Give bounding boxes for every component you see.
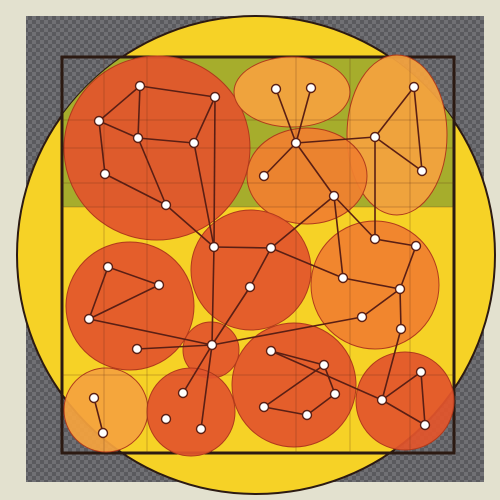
graph-node	[208, 341, 217, 350]
graph-node	[260, 172, 269, 181]
graph-node	[136, 82, 145, 91]
graph-node	[104, 263, 113, 272]
graph-node	[85, 315, 94, 324]
graph-node	[267, 244, 276, 253]
graph-node	[396, 285, 405, 294]
graph-node	[134, 134, 143, 143]
graph-node	[190, 139, 199, 148]
graph-edge	[214, 97, 215, 247]
region-middle-left	[66, 242, 194, 370]
region-middle-center	[191, 210, 311, 330]
graph-node	[95, 117, 104, 126]
graph-node	[371, 235, 380, 244]
graph-node	[197, 425, 206, 434]
graph-node	[330, 192, 339, 201]
graph-node	[421, 421, 430, 430]
region-bottom-right	[356, 352, 454, 450]
graph-node	[303, 411, 312, 420]
graph-node	[162, 415, 171, 424]
graph-node	[99, 429, 108, 438]
graph-node	[101, 170, 110, 179]
graph-node	[418, 167, 427, 176]
regions-layer	[52, 44, 454, 456]
graph-node	[179, 389, 188, 398]
graph-node	[417, 368, 426, 377]
graph-node	[339, 274, 348, 283]
graph-edge	[214, 247, 271, 248]
graph-node	[358, 313, 367, 322]
graph-node	[210, 243, 219, 252]
graph-node	[371, 133, 380, 142]
graph-node	[211, 93, 220, 102]
graph-node	[260, 403, 269, 412]
region-bottom-left	[64, 368, 148, 452]
graph-node	[162, 201, 171, 210]
graph-node	[272, 85, 281, 94]
graph-node	[397, 325, 406, 334]
graph-node	[267, 347, 276, 356]
graph-edge	[400, 289, 401, 329]
graph-node	[410, 83, 419, 92]
graph-node	[320, 361, 329, 370]
graph-node	[133, 345, 142, 354]
region-bottom-center	[232, 323, 356, 447]
graph-node	[378, 396, 387, 405]
graph-node	[246, 283, 255, 292]
graph-node	[90, 394, 99, 403]
graph-node	[292, 139, 301, 148]
graph-node	[307, 84, 316, 93]
graph-node	[155, 281, 164, 290]
graph-node	[331, 390, 340, 399]
region-top-middle	[234, 57, 350, 127]
graph-node	[412, 242, 421, 251]
